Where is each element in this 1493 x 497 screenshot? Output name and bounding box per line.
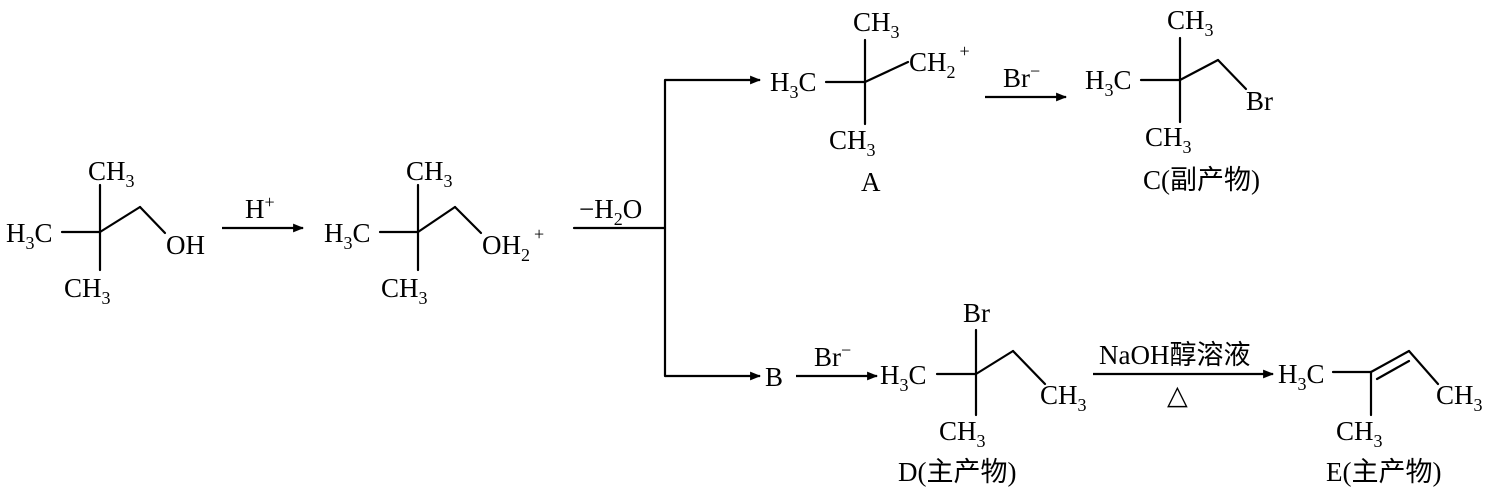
bond xyxy=(1011,349,1047,386)
bond xyxy=(1407,349,1440,386)
reagent-bromide: Br− xyxy=(1003,61,1040,93)
bromide-arrow-bottom: Br− xyxy=(796,340,879,381)
bromo-label: Br xyxy=(963,298,990,328)
bond xyxy=(138,205,167,235)
methyl-bottom-label: CH3 xyxy=(829,125,876,160)
methyl-top-label: CH3 xyxy=(406,156,453,191)
methyl-left-label: H3C xyxy=(1085,65,1132,100)
methyl-left-label: H3C xyxy=(1278,359,1325,394)
bond xyxy=(1369,349,1411,374)
methyl-right-label: CH3 xyxy=(1436,380,1483,415)
methyl-left-label: H3C xyxy=(770,67,817,102)
product-c: CH3 H3C CH3 Br C(副产物) xyxy=(1085,5,1273,195)
bond xyxy=(416,205,457,234)
compound-label-e: E(主产物) xyxy=(1326,457,1441,487)
carbocation-a: CH3 H3C CH3 CH2+ A xyxy=(770,7,970,197)
double-bond-inner xyxy=(1375,359,1411,381)
bond xyxy=(453,205,483,235)
product-d: Br H3C CH3 CH3 D(主产物) xyxy=(880,298,1087,487)
bromo-label: Br xyxy=(1246,86,1273,116)
reagent-bromide: Br− xyxy=(814,340,851,372)
carbocation-label: CH2+ xyxy=(909,41,970,82)
heat-symbol: △ xyxy=(1167,380,1188,410)
methyl-left-label: H3C xyxy=(6,218,53,253)
methyl-top-label: CH3 xyxy=(1167,5,1214,40)
methyl-left-label: H3C xyxy=(324,218,371,253)
bond xyxy=(1178,58,1220,82)
reagent-minus-water: −H2O xyxy=(579,194,642,229)
bromide-arrow-top: Br− xyxy=(985,61,1068,102)
bond xyxy=(98,205,142,234)
methyl-bottom-label: CH3 xyxy=(64,273,111,308)
oxonium-label: OH2+ xyxy=(482,224,544,265)
bond xyxy=(1216,58,1248,91)
compound-label-d: D(主产物) xyxy=(898,457,1016,487)
methyl-bottom-label: CH3 xyxy=(1336,416,1383,451)
bond xyxy=(863,60,910,84)
reactant-neopentyl-alcohol: CH3 H3C CH3 OH xyxy=(6,156,205,308)
methyl-bottom-label: CH3 xyxy=(939,416,986,451)
reagent-h-plus: H+ xyxy=(245,192,275,224)
product-e: H3C CH3 CH3 E(主产物) xyxy=(1278,349,1483,487)
hydroxyl-label: OH xyxy=(166,230,205,260)
methyl-top-label: CH3 xyxy=(88,156,135,191)
oxonium-ion: CH3 H3C CH3 OH2+ xyxy=(324,156,544,308)
compound-label-c: C(副产物) xyxy=(1143,165,1260,195)
ethyl-methyl-label: CH3 xyxy=(1040,380,1087,415)
protonation-arrow: H+ xyxy=(222,192,305,233)
methyl-top-label: CH3 xyxy=(853,7,900,42)
methyl-left-label: H3C xyxy=(880,360,927,395)
methyl-bottom-label: CH3 xyxy=(1145,122,1192,157)
reagent-naoh-alcohol: NaOH醇溶液 xyxy=(1099,340,1250,370)
elimination-arrow: NaOH醇溶液 △ xyxy=(1093,340,1275,410)
compound-label-a: A xyxy=(861,167,881,197)
methyl-bottom-label: CH3 xyxy=(381,273,428,308)
compound-label-b: B xyxy=(765,362,783,392)
bond xyxy=(974,349,1015,376)
dehydration-branch: −H2O xyxy=(572,75,762,381)
